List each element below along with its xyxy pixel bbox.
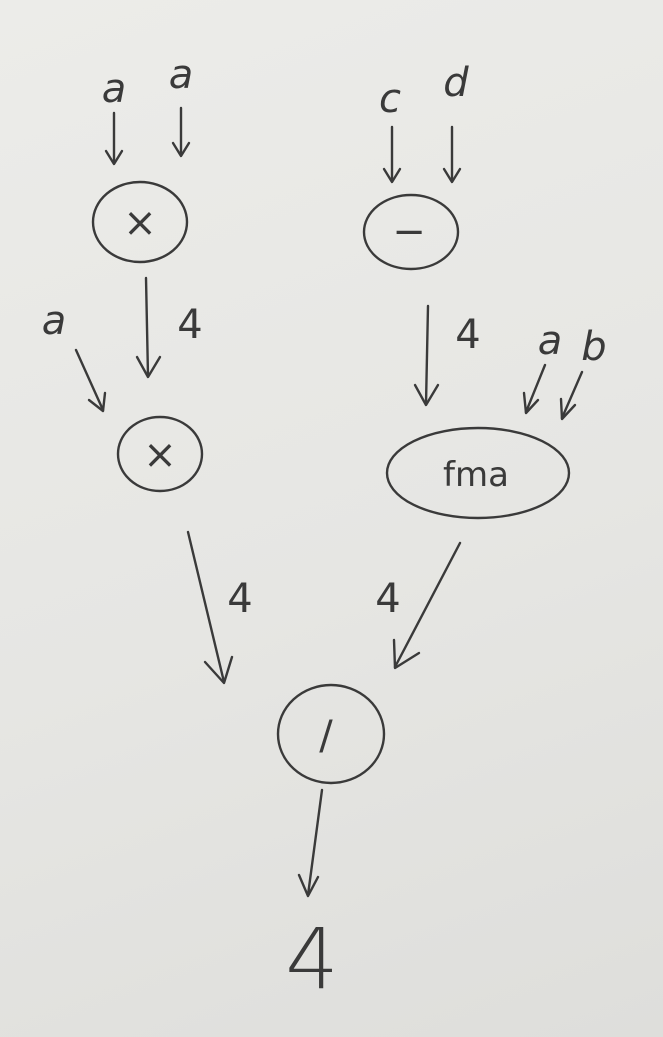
arrow-a1-to-mul1 bbox=[104, 111, 124, 166]
arrow-d-to-sub1 bbox=[442, 125, 462, 184]
node-subtract-1: − bbox=[362, 193, 460, 271]
input-label-a-4: a bbox=[538, 318, 563, 364]
node-multiply-1-symbol: × bbox=[123, 200, 157, 246]
node-divide-symbol: / bbox=[319, 713, 333, 759]
node-divide: / bbox=[276, 683, 386, 785]
input-label-d: d bbox=[443, 60, 469, 106]
input-label-a-2: a bbox=[169, 52, 194, 98]
input-label-c: c bbox=[379, 76, 401, 122]
edge-mul1-to-mul2 bbox=[135, 276, 162, 379]
edge-mul2-to-div1 bbox=[186, 530, 234, 685]
edge-weight-mul1-mul2: 4 bbox=[177, 302, 202, 348]
input-label-b: b bbox=[581, 324, 606, 370]
node-fma: fma bbox=[385, 426, 571, 520]
output-value: 4 bbox=[285, 910, 338, 1008]
input-label-a-3: a bbox=[42, 298, 67, 344]
edge-weight-sub1-fma1: 4 bbox=[455, 312, 480, 358]
edge-fma1-to-div1 bbox=[392, 541, 462, 670]
edge-weight-fma1-div1: 4 bbox=[375, 576, 400, 622]
edge-weight-mul2-div1: 4 bbox=[227, 576, 252, 622]
node-fma-label: fma bbox=[443, 455, 509, 495]
node-subtract-1-symbol: − bbox=[392, 209, 426, 255]
node-multiply-2-symbol: × bbox=[143, 432, 177, 478]
arrow-a2-to-mul1 bbox=[171, 106, 191, 158]
edge-sub1-to-fma1 bbox=[413, 304, 440, 407]
node-multiply-2: × bbox=[116, 415, 204, 493]
arrow-c-to-sub1 bbox=[382, 125, 402, 184]
arrow-a3-to-mul2 bbox=[74, 348, 107, 413]
input-label-a-1: a bbox=[102, 66, 127, 112]
arrow-a4-to-fma1 bbox=[522, 363, 547, 415]
edge-div1-to-output bbox=[297, 788, 324, 898]
arrow-b-to-fma1 bbox=[559, 370, 584, 421]
node-multiply-1: × bbox=[91, 180, 189, 264]
